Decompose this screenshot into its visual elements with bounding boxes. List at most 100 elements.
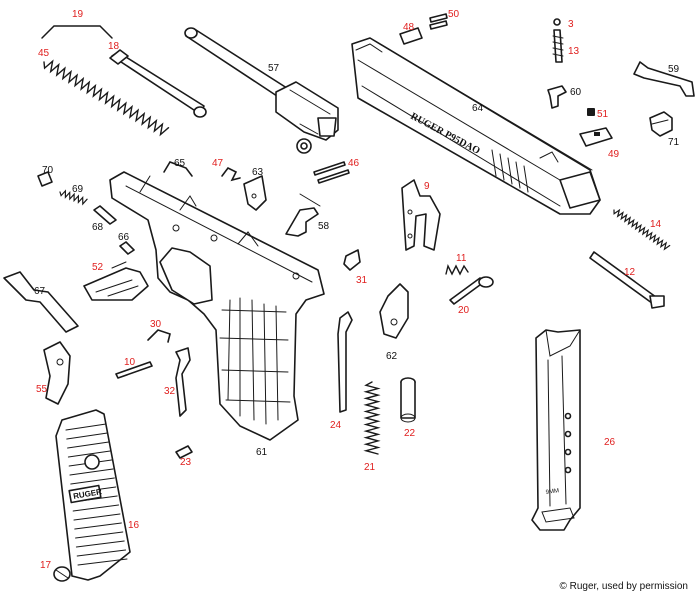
- label-50: 50: [448, 9, 460, 20]
- label-32: 32: [164, 386, 176, 397]
- part-26-magazine: [531, 329, 581, 531]
- label-66: 66: [118, 232, 130, 243]
- grip-rib: [75, 540, 125, 548]
- label-46: 46: [348, 158, 360, 169]
- label-20: 20: [458, 305, 470, 316]
- label-13: 13: [568, 46, 580, 57]
- grip-rib: [65, 423, 107, 431]
- label-55: 55: [36, 384, 48, 395]
- part-24-trigger-bar: [337, 311, 353, 413]
- label-21: 21: [364, 462, 376, 473]
- part-21-mainspring: [363, 381, 381, 455]
- label-51: 51: [597, 109, 609, 120]
- part-18-guide-rod: [109, 49, 207, 118]
- grip-rib: [77, 558, 128, 566]
- label-30: 30: [150, 319, 162, 330]
- part-50-pins: [429, 13, 448, 30]
- part-66-pin: [119, 241, 135, 255]
- magazine-marking: 9MM: [545, 488, 559, 496]
- label-31: 31: [356, 275, 368, 286]
- label-12: 12: [624, 267, 636, 278]
- copyright-symbol: ©: [559, 581, 567, 592]
- part-47-clip: [221, 166, 241, 182]
- label-67: 67: [34, 286, 46, 297]
- part-68-pin: [93, 205, 117, 225]
- label-10: 10: [124, 357, 136, 368]
- grip-rib: [67, 441, 110, 449]
- part-32-spring-bar: [175, 347, 191, 417]
- part-55-hammer: [43, 341, 71, 405]
- label-62: 62: [386, 351, 398, 362]
- part-9-lever: [401, 179, 441, 251]
- part-11-spring: [445, 263, 469, 276]
- part-48-rear-sight: [399, 27, 423, 45]
- label-58: 58: [318, 221, 330, 232]
- grip-rib: [72, 504, 120, 512]
- label-9: 9: [424, 181, 430, 192]
- label-68: 68: [92, 222, 104, 233]
- part-31-lever: [343, 249, 361, 271]
- label-70: 70: [42, 165, 54, 176]
- label-52: 52: [92, 262, 104, 273]
- part-23-pin: [175, 445, 193, 459]
- part-63-hammer: [243, 175, 267, 211]
- part-16-grip-panel: [55, 409, 131, 581]
- part-65-spring: [163, 161, 193, 177]
- part-30-clip: [147, 329, 171, 343]
- part-46-pins: [313, 161, 350, 184]
- label-45: 45: [38, 48, 50, 59]
- part-69-spring: [59, 189, 88, 206]
- label-65: 65: [174, 158, 186, 169]
- label-49: 49: [608, 149, 620, 160]
- label-48: 48: [403, 22, 415, 33]
- label-18: 18: [108, 41, 120, 52]
- part-45-recoil-spring: [43, 59, 170, 137]
- label-71: 71: [668, 137, 680, 148]
- part-62-hammer: [379, 283, 409, 339]
- grip-rib: [67, 450, 111, 458]
- label-14: 14: [650, 219, 662, 230]
- grip-rib: [69, 468, 114, 476]
- label-60: 60: [570, 87, 582, 98]
- label-11: 11: [456, 253, 467, 264]
- label-22: 22: [404, 428, 416, 439]
- part-52-block: [83, 261, 149, 301]
- part-58-lever: [285, 193, 321, 237]
- label-47: 47: [212, 158, 224, 169]
- part-59-lever: [633, 61, 695, 97]
- label-17: 17: [40, 560, 52, 571]
- part-51-pin: [587, 108, 595, 116]
- copyright-credit: © Ruger, used by permission: [559, 581, 688, 592]
- part-57-barrel: [184, 27, 339, 154]
- label-19: 19: [72, 9, 84, 20]
- part-19-bracket: [41, 25, 113, 39]
- label-23: 23: [180, 457, 192, 468]
- part-71-knob: [649, 111, 673, 137]
- label-3: 3: [568, 19, 574, 30]
- part-70-plunger: [37, 171, 53, 187]
- grip-rib: [76, 549, 127, 557]
- grip-rib: [73, 513, 121, 521]
- grip-rib: [70, 477, 115, 485]
- part-61-frame: [109, 171, 325, 441]
- grip-rib: [66, 432, 108, 440]
- part-3-13-firing-pin: [552, 18, 564, 63]
- part-10-pin: [115, 361, 153, 379]
- part-14-spring: [613, 208, 671, 251]
- label-26: 26: [604, 437, 616, 448]
- part-49-sight: [579, 127, 613, 147]
- label-64: 64: [472, 103, 484, 114]
- part-22-tube: [400, 377, 416, 423]
- part-12-rod: [589, 251, 665, 309]
- label-69: 69: [72, 184, 84, 195]
- grip-rib: [75, 531, 124, 539]
- part-17-grip-screw: [53, 566, 71, 582]
- label-59: 59: [668, 64, 680, 75]
- credit-text: Ruger, used by permission: [569, 581, 688, 592]
- part-20-pin: [449, 276, 494, 305]
- label-57: 57: [268, 63, 280, 74]
- label-63: 63: [252, 167, 264, 178]
- part-60-plunger: [547, 85, 567, 109]
- part-67-bar: [3, 271, 79, 333]
